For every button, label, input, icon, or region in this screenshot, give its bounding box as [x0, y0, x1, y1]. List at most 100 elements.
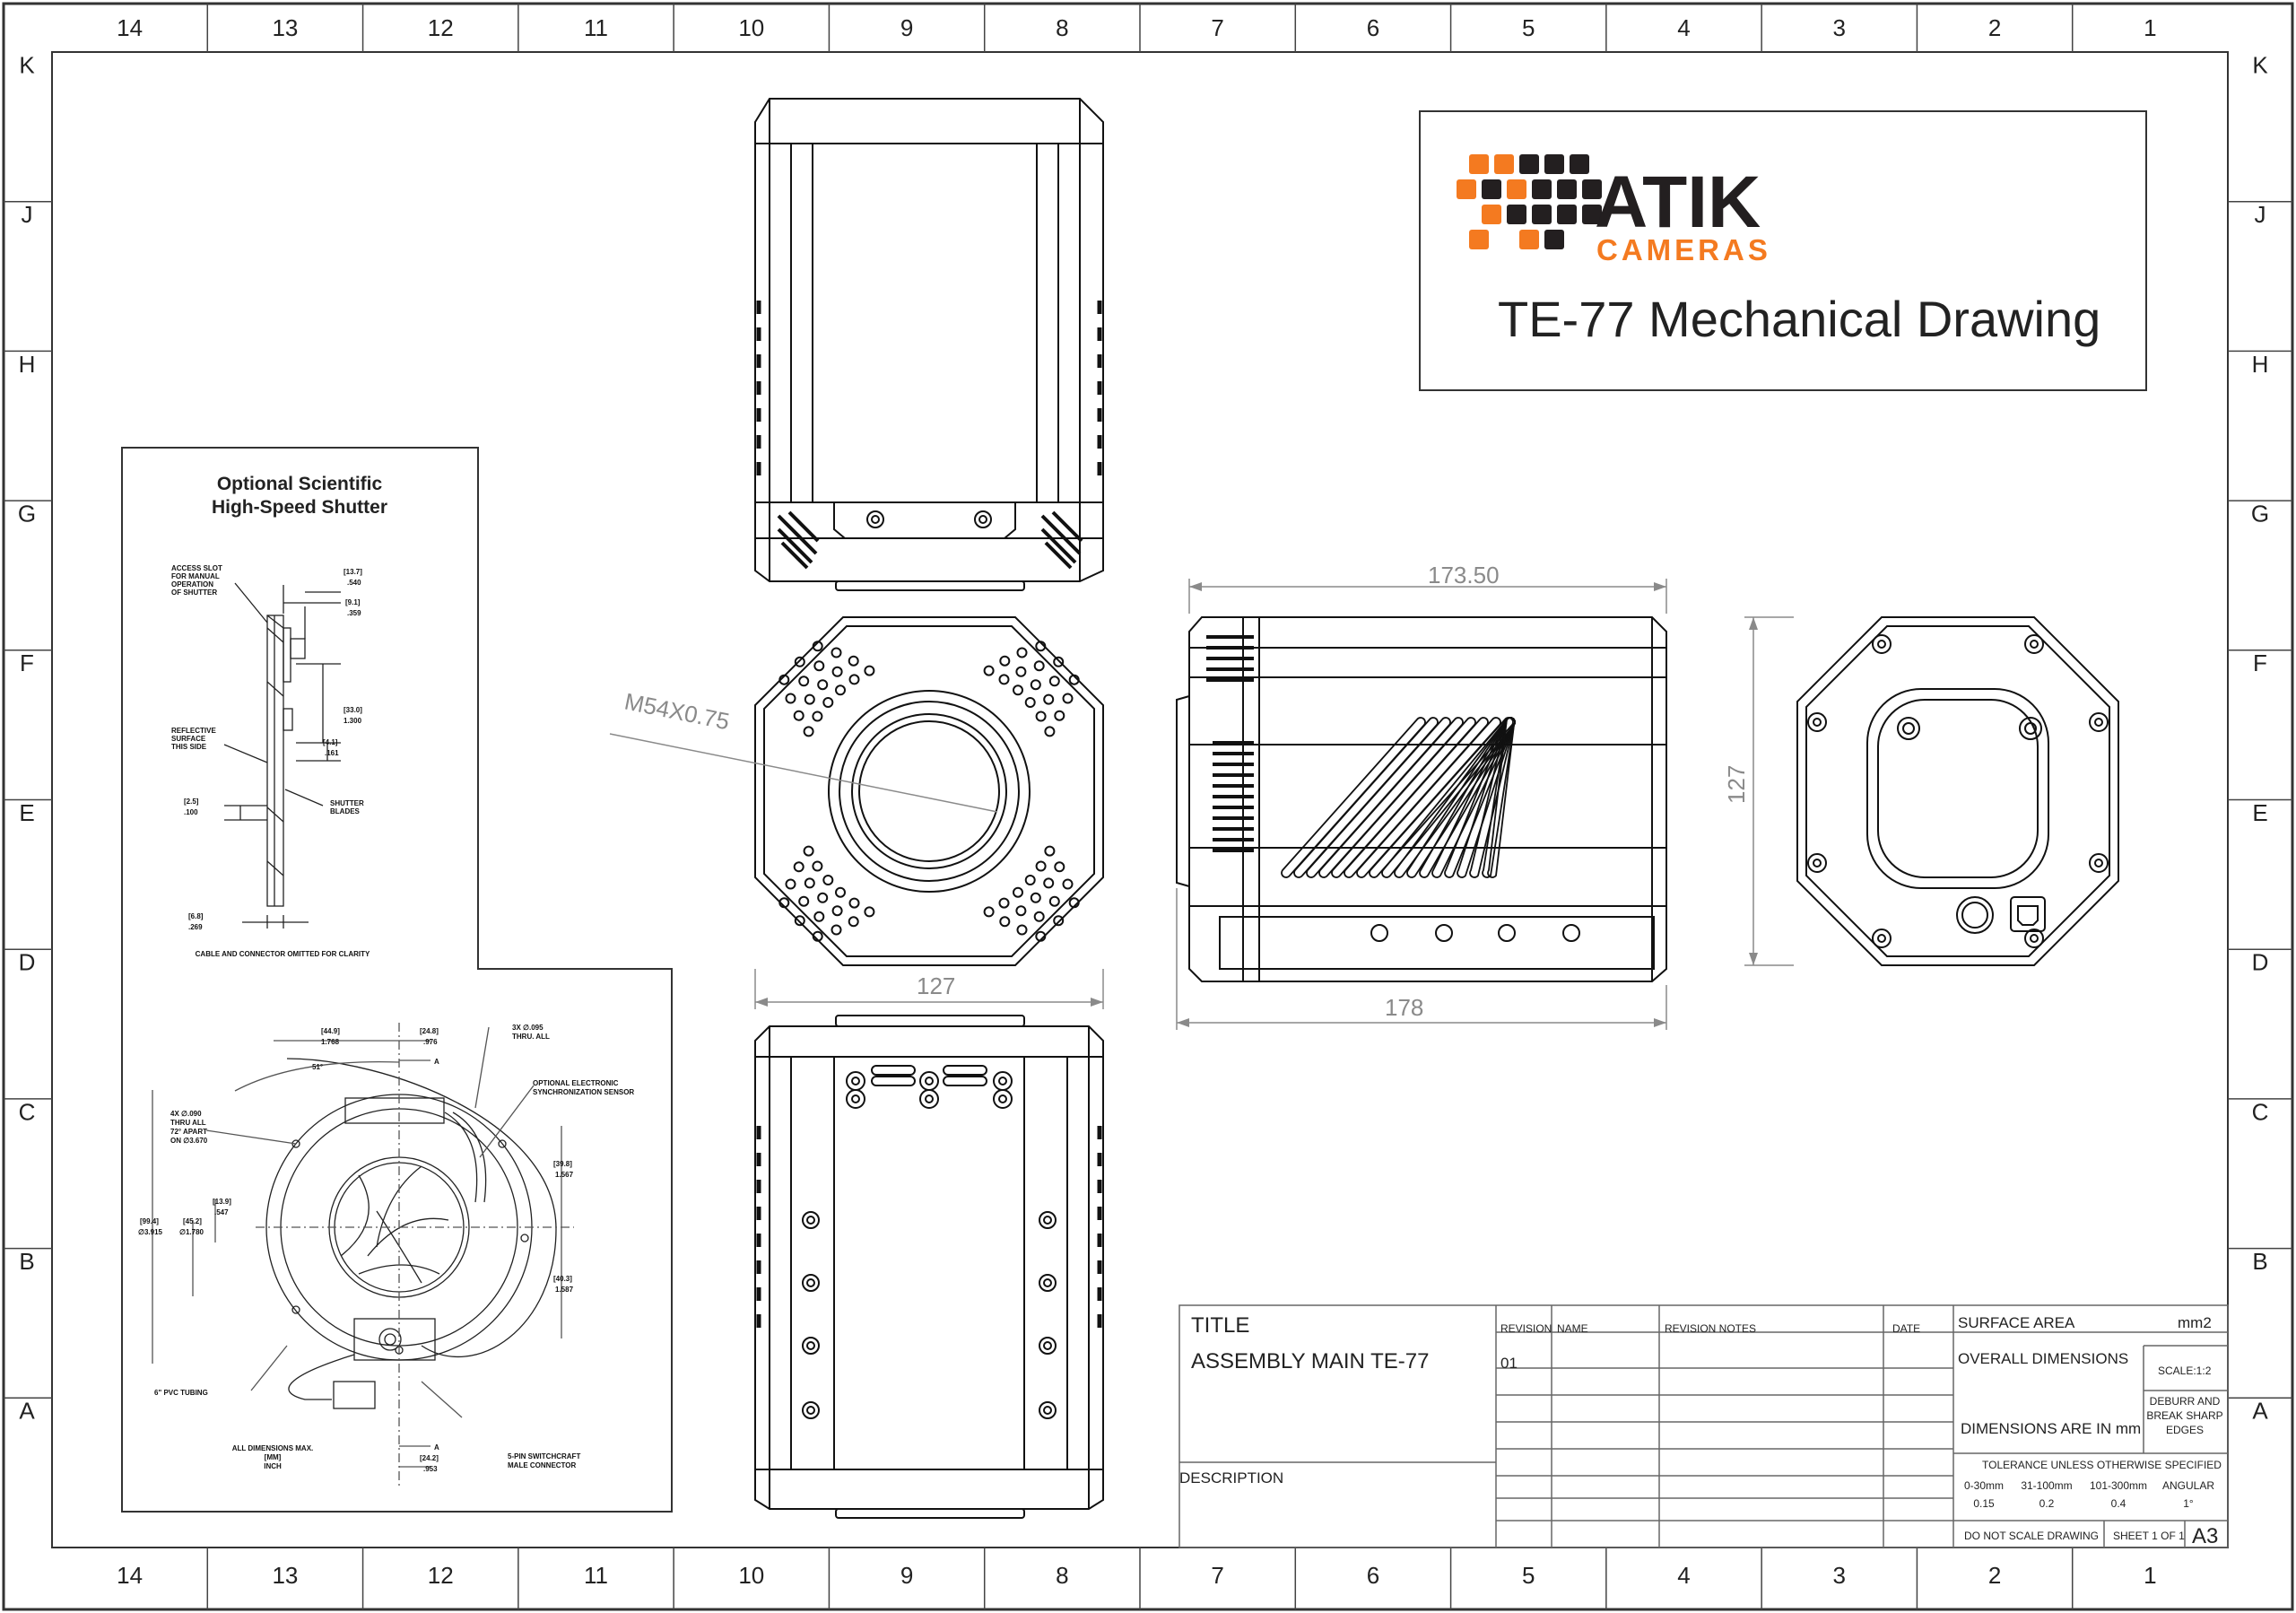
dim-99-4-in: ∅3.915	[138, 1228, 163, 1236]
tb-deburr-2: BREAK SHARP	[2146, 1409, 2222, 1422]
vent-hole	[864, 906, 875, 918]
dim-9-1-in: .359	[347, 609, 361, 617]
dim-4-1-mm: [4.1]	[323, 738, 338, 746]
vent-hole	[803, 726, 814, 737]
dim-45-2-in: ∅1.780	[179, 1228, 204, 1236]
grid-row-label-left: K	[19, 51, 35, 78]
callout-reflective-2: SURFACE	[171, 735, 206, 743]
grid-row-label-left: F	[20, 650, 34, 676]
grid-row-label-right: H	[2252, 351, 2269, 378]
grid-row-label-right: A	[2252, 1398, 2268, 1425]
callout-angle: 51°	[312, 1063, 323, 1071]
callout-thru-1: 3X ∅.095	[512, 1024, 544, 1032]
grid-row-label-right: B	[2252, 1248, 2267, 1275]
vent-hole	[1044, 845, 1056, 857]
dim-13-9-mm: [13.9]	[213, 1198, 231, 1206]
vent-hole	[1035, 711, 1047, 722]
vent-hole	[1043, 693, 1055, 705]
title-block: TITLE ASSEMBLY MAIN TE-77 DESCRIPTION RE…	[1178, 1304, 2229, 1548]
dim-13-9-in: .547	[214, 1208, 229, 1216]
grid-column-label-bottom: 11	[584, 1562, 608, 1589]
callout-thru-2: THRU. ALL	[512, 1033, 550, 1041]
zone-grid-ticks	[4, 4, 2292, 1609]
camera-rear-view	[1796, 616, 2119, 966]
side-total-dimension	[1176, 888, 1667, 1030]
vent-hole	[785, 878, 796, 890]
vent-hole	[1030, 892, 1041, 903]
grid-row-label-right: J	[2255, 201, 2266, 228]
vent-hole	[1048, 676, 1060, 687]
grid-column-label-bottom: 7	[1211, 1562, 1223, 1589]
vent-hole	[1024, 697, 1036, 708]
section-mark-bottom: A	[434, 1443, 439, 1452]
grid-column-label-bottom: 4	[1677, 1562, 1690, 1589]
vent-hole	[1033, 660, 1045, 672]
dim-24-8-in: .976	[423, 1038, 438, 1046]
tb-size: A3	[2192, 1524, 2218, 1548]
dim-33-0-in: 1.300	[344, 717, 362, 725]
dim-6-8-in: .269	[188, 923, 203, 931]
vent-hole	[1030, 679, 1041, 691]
tb-scale: SCALE:1:2	[2158, 1365, 2212, 1377]
grid-row-label-left: D	[19, 949, 36, 976]
cooling-slot	[1293, 717, 1439, 878]
vent-hole	[793, 710, 804, 721]
vent-hole	[998, 897, 1010, 909]
side-total-label: 178	[1385, 994, 1423, 1021]
brand-name: ATIK	[1595, 161, 1761, 243]
tb-title-label: TITLE	[1191, 1313, 1249, 1338]
dim-33-0-mm: [33.0]	[344, 706, 362, 714]
grid-column-label-top: 8	[1056, 14, 1068, 41]
front-width-dimension	[754, 969, 1104, 1009]
dim-13-7-in: .540	[347, 579, 361, 587]
grid-column-label-top: 5	[1522, 14, 1535, 41]
callout-access-slot-4: OF SHUTTER	[171, 589, 217, 597]
side-vent-slots	[1281, 717, 1516, 878]
rear-height-dimension	[1744, 616, 1794, 966]
vent-hole	[1044, 726, 1056, 737]
callout-holes-3: 72° APART	[170, 1128, 207, 1136]
grid-column-label-top: 4	[1677, 14, 1690, 41]
vent-hole	[1024, 875, 1036, 885]
callout-access-slot-1: ACCESS SLOT	[171, 564, 222, 572]
tb-deburr-3: EDGES	[2166, 1424, 2204, 1436]
grid-column-label-top: 9	[900, 14, 913, 41]
vent-hole	[1054, 861, 1065, 873]
vent-hole	[1043, 877, 1055, 889]
vent-hole	[812, 711, 823, 722]
vent-hole	[794, 656, 805, 667]
vent-hole	[817, 679, 829, 691]
tb-surface-area: SURFACE AREA	[1958, 1314, 2075, 1331]
vent-hole	[1068, 897, 1080, 909]
vent-hole	[831, 924, 842, 936]
rear-height-label: 127	[1723, 765, 1750, 804]
drawing-main-title: TE-77 Mechanical Drawing	[1498, 291, 2100, 347]
cooling-slot	[1306, 717, 1451, 878]
vent-hole	[798, 895, 810, 907]
vent-hole	[831, 647, 842, 658]
vent-hole	[848, 897, 860, 909]
grid-row-label-right: C	[2252, 1098, 2269, 1125]
callout-connector-2: MALE CONNECTOR	[508, 1461, 577, 1469]
callout-access-slot-3: OPERATION	[171, 580, 213, 589]
dim-4-1-in: .161	[325, 749, 339, 757]
grid-row-label-left: E	[19, 799, 34, 826]
grid-column-label-bottom: 12	[428, 1562, 454, 1589]
vent-hole	[798, 676, 810, 687]
vent-hole	[1062, 878, 1074, 890]
vent-hole	[1035, 930, 1047, 942]
tb-description-label: DESCRIPTION	[1179, 1469, 1283, 1487]
grid-row-label-left: B	[19, 1248, 34, 1275]
vent-hole	[812, 860, 823, 872]
grid-row-label-right: F	[2253, 650, 2267, 676]
grid-row-label-right: K	[2252, 51, 2268, 78]
tb-title-value: ASSEMBLY MAIN TE-77	[1191, 1349, 1429, 1373]
grid-column-label-top: 2	[1988, 14, 2001, 41]
vent-hole	[1035, 860, 1047, 872]
vent-hole	[1053, 656, 1065, 667]
thread-callout: M54X0.75	[609, 687, 998, 813]
vent-hole	[999, 916, 1011, 928]
grid-row-label-right: D	[2252, 949, 2269, 976]
